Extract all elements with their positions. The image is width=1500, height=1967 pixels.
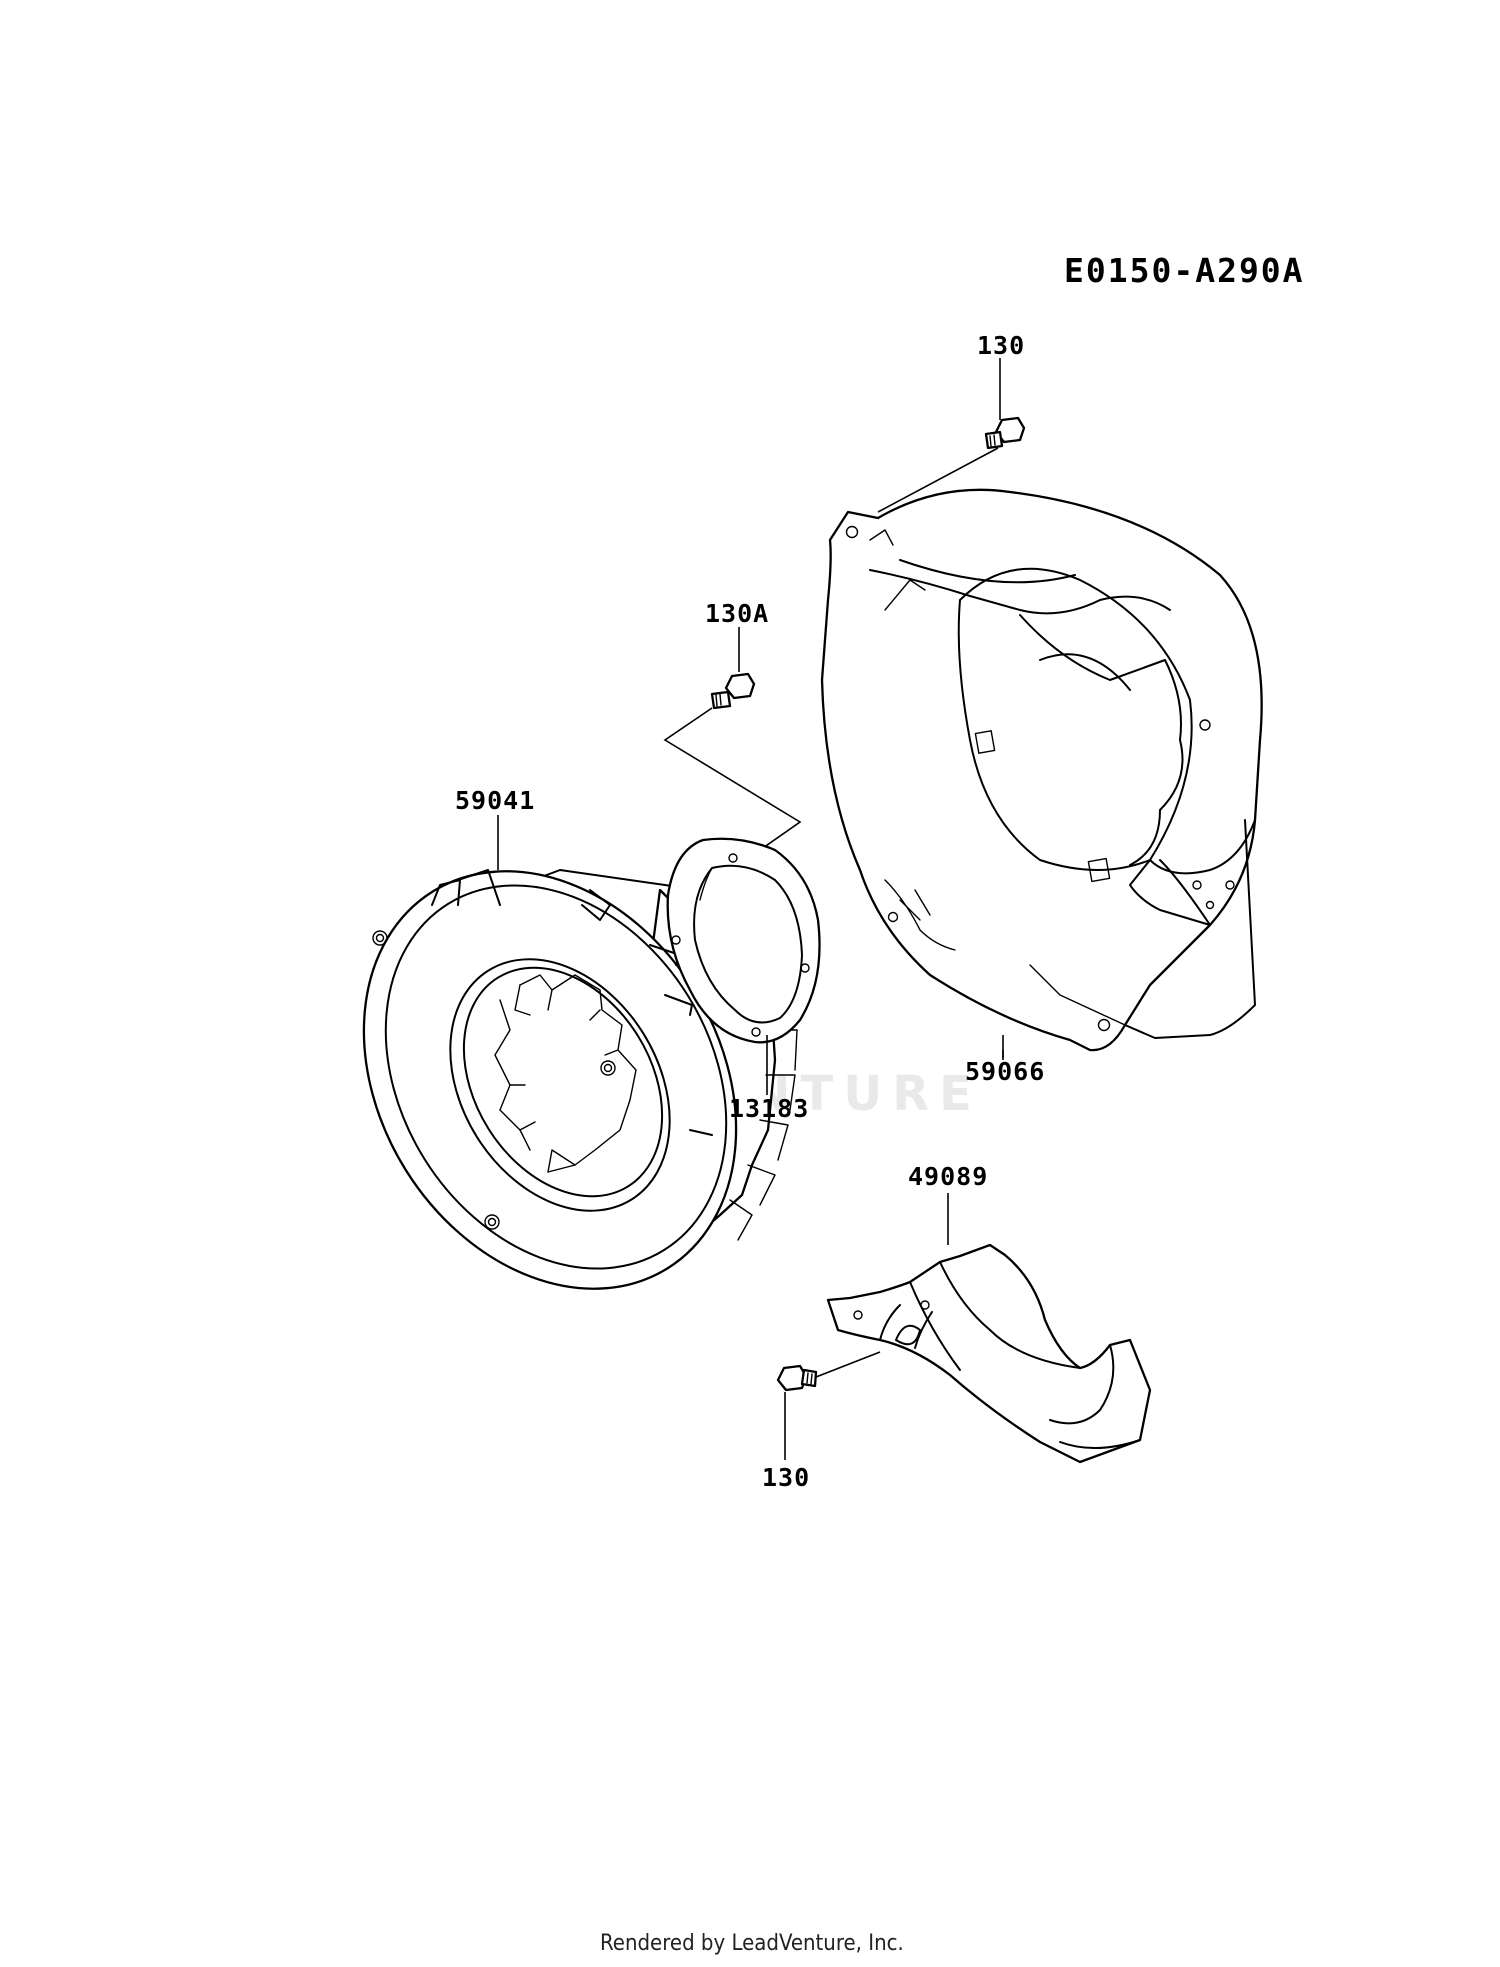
bolt-130-bottom[interactable] [776,1351,881,1392]
footer-credit: Rendered by LeadVenture, Inc. [600,1931,904,1956]
callout-label-59066: 59066 [965,1057,1045,1086]
leader-lines [497,358,1004,1460]
bolt-130-top[interactable] [877,416,1026,513]
callout-label-59041: 59041 [455,786,535,815]
plate-part[interactable] [666,837,821,1044]
callout-label-130-top: 130 [977,331,1025,360]
callout-label-130-bottom: 130 [762,1463,810,1492]
callout-label-13183: 13183 [729,1094,809,1123]
callout-label-130A: 130A [705,599,769,628]
diagram-ref-code: E0150-A290A [1064,251,1305,290]
bolt-130A[interactable] [663,672,802,851]
guard-part[interactable] [826,1243,1152,1464]
callout-label-49089: 49089 [908,1162,988,1191]
fan-housing-part[interactable] [820,488,1263,1052]
